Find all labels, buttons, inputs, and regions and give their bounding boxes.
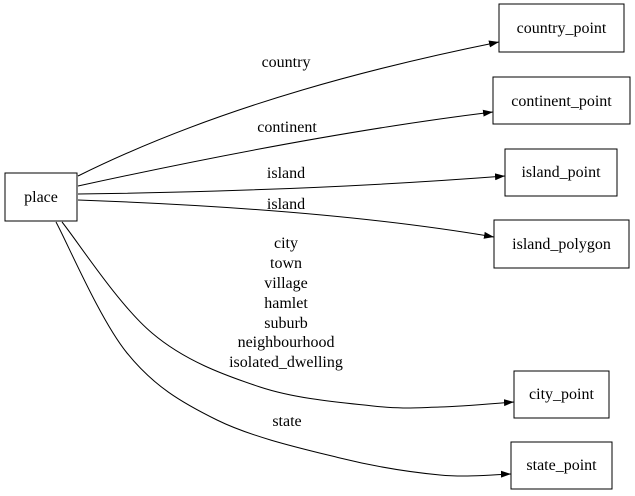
node-state-point-label: state_point (526, 457, 597, 474)
edge-label-city-line: city (274, 235, 298, 252)
edge-label-country: country (262, 54, 311, 71)
node-group: place country_point continent_point isla… (4, 3, 631, 490)
node-continent-point: continent_point (492, 76, 631, 125)
node-country-point-label: country_point (517, 20, 607, 37)
node-continent-point-box (492, 76, 631, 125)
edge-place-continent_point (77, 109, 494, 187)
edge-label-hamlet-line: hamlet (264, 295, 308, 312)
edge-label-isolated-dwelling-line: isolated_dwelling (229, 354, 343, 371)
edge-place-island_point (77, 173, 506, 195)
edge-label-village-line: village (264, 275, 308, 292)
edge-label-neighbourhood-line: neighbourhood (238, 334, 335, 351)
edge-place-city_point (61, 221, 515, 409)
edge-label-group: country continent island island city tow… (229, 54, 343, 430)
node-country-point: country_point (498, 3, 625, 53)
edge-place-island_polygon (77, 199, 495, 239)
edge-label-island-point: island (267, 165, 305, 182)
node-island-polygon-label: island_polygon (512, 236, 611, 253)
node-island-polygon: island_polygon (493, 219, 630, 269)
node-place: place (4, 172, 78, 222)
node-island-polygon-box (493, 219, 630, 269)
node-place-box (4, 172, 78, 222)
edge-place-state_point (55, 221, 512, 478)
node-state-point-box (510, 441, 613, 490)
edge-label-town-line: town (270, 255, 302, 272)
edge-label-continent: continent (257, 119, 317, 136)
node-country-point-box (498, 3, 625, 53)
edge-place-country_point (77, 40, 500, 177)
edge-label-suburb-line: suburb (264, 315, 308, 332)
node-continent-point-label: continent_point (511, 93, 612, 110)
node-island-point-box (504, 148, 618, 197)
node-state-point: state_point (510, 441, 613, 490)
edge-label-state: state (272, 413, 301, 430)
node-city-point: city_point (513, 370, 610, 419)
node-city-point-box (513, 370, 610, 419)
edge-group (55, 40, 515, 478)
node-island-point: island_point (504, 148, 618, 197)
node-city-point-label: city_point (529, 386, 594, 403)
node-island-point-label: island_point (521, 164, 601, 181)
edge-label-island-polygon: island (267, 196, 305, 213)
node-place-label: place (24, 189, 58, 206)
